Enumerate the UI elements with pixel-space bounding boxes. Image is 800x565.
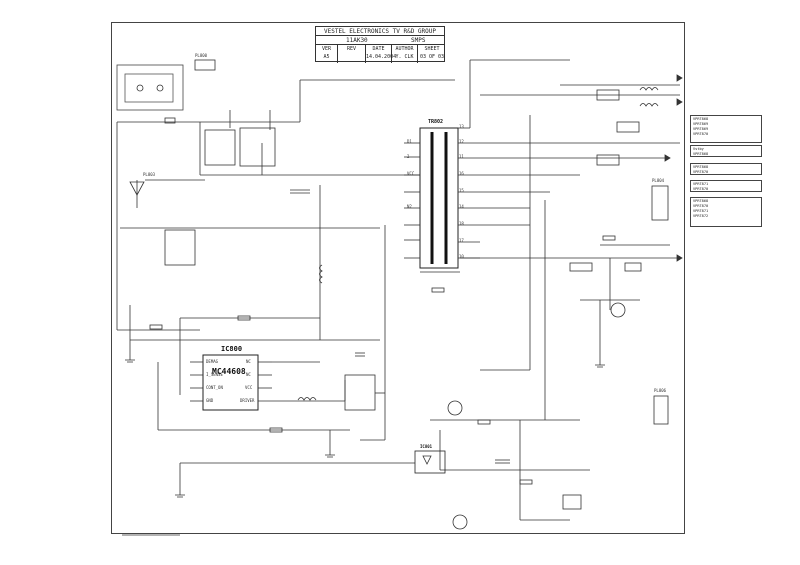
title-rev-label: REV — [346, 46, 357, 52]
tr-pin-left-2: 2 — [407, 154, 410, 159]
tr-pin-left-3: VCC — [407, 171, 415, 176]
legend-5-line-4: VPRT872 — [693, 214, 709, 218]
legend-1-line-2: VPRT869 — [693, 122, 709, 126]
tr-pin-right-9: 10 — [459, 254, 464, 259]
title-author-label: AUTHOR — [395, 46, 414, 52]
legend-4-line-2: VPRT870 — [693, 187, 709, 191]
legend-2-line-2: VPRT868 — [693, 152, 709, 156]
title-block: VESTEL ELECTRONICS TV R&D GROUP 11AK30 S… — [315, 26, 445, 63]
legend-3-line-2: VPRT870 — [693, 170, 709, 174]
legend-3-line-1: VPRT868 — [693, 165, 709, 169]
connector-pl804-label: PL804 — [652, 178, 665, 183]
tr-pin-right-3: 11 — [459, 154, 464, 159]
tr-pin-right-7: 18 — [459, 221, 464, 226]
connector-pl803-label: PL803 — [143, 172, 156, 177]
transformer-label: TR802 — [428, 119, 444, 125]
legend-4-line-1: VPRT871 — [693, 182, 709, 186]
ic800-pin-nc2: NC — [246, 372, 251, 377]
legend-box-1: VPRT868 VPRT869 VPRT869 VPRT870 — [690, 115, 762, 143]
title-sheet-name: SMPS — [411, 37, 426, 44]
connector-pl800-label: PL800 — [195, 53, 208, 58]
tr-pin-right-8: 17 — [459, 238, 464, 243]
tr-pin-left-1: D1 — [407, 139, 412, 144]
title-sheet-value: 03 OF 03 — [419, 54, 445, 60]
ic800-pin-isense: I_SENSE — [206, 372, 223, 377]
tr-pin-right-2: 12 — [459, 139, 464, 144]
legend-box-4: VPRT871 VPRT870 — [690, 180, 762, 192]
legend-5-line-3: VPRT871 — [693, 209, 709, 213]
title-date-label: DATE — [372, 46, 385, 52]
optocoupler-label: IC801 — [420, 444, 433, 449]
title-ver-label: VER — [321, 46, 332, 52]
legend-box-2: Vstby VPRT868 — [690, 145, 762, 157]
ic800-pin-driver: DRIVER — [240, 398, 255, 403]
ic800-pin-conton: CONT_ON — [206, 385, 223, 390]
ic800-label: IC800 — [221, 345, 243, 353]
tr-pin-right-4: 16 — [459, 171, 464, 176]
ic800-part-label: MC44608 — [212, 367, 246, 376]
legend-box-3: VPRT868 VPRT870 — [690, 163, 762, 175]
legend-2-line-1: Vstby — [693, 147, 704, 151]
drawing-frame — [111, 22, 685, 534]
title-sheet-label: SHEET — [424, 46, 440, 52]
title-author-value: Y. CLK — [395, 54, 414, 60]
legend-1-line-3: VPRT869 — [693, 127, 709, 131]
legend-1-line-1: VPRT868 — [693, 117, 709, 121]
legend-box-5: VPRT868 VPRT870 VPRT871 VPRT872 — [690, 197, 762, 227]
legend-5-line-1: VPRT868 — [693, 199, 709, 203]
title-company: VESTEL ELECTRONICS TV R&D GROUP — [316, 27, 444, 36]
ic800-pin-nc1: NC — [246, 359, 251, 364]
legend-1-line-4: VPRT870 — [693, 132, 709, 136]
tr-pin-right-1: 13 — [459, 124, 464, 129]
tr-pin-left-4: N2 — [407, 204, 412, 209]
ic800-pin-vcc: VCC — [245, 385, 253, 390]
ic800-pin-gnd: GND — [206, 398, 214, 403]
tr-pin-right-5: 15 — [459, 188, 464, 193]
connector-pl806-label: PL806 — [654, 388, 667, 393]
title-date-value: 14.04.2004 — [366, 54, 397, 60]
tr-pin-right-6: 14 — [459, 204, 464, 209]
ic800-pin-demag: DEMAG — [206, 359, 219, 364]
title-ver-value: A5 — [323, 54, 330, 60]
title-doc-number: 11AK30 — [346, 37, 368, 44]
legend-5-line-2: VPRT870 — [693, 204, 709, 208]
